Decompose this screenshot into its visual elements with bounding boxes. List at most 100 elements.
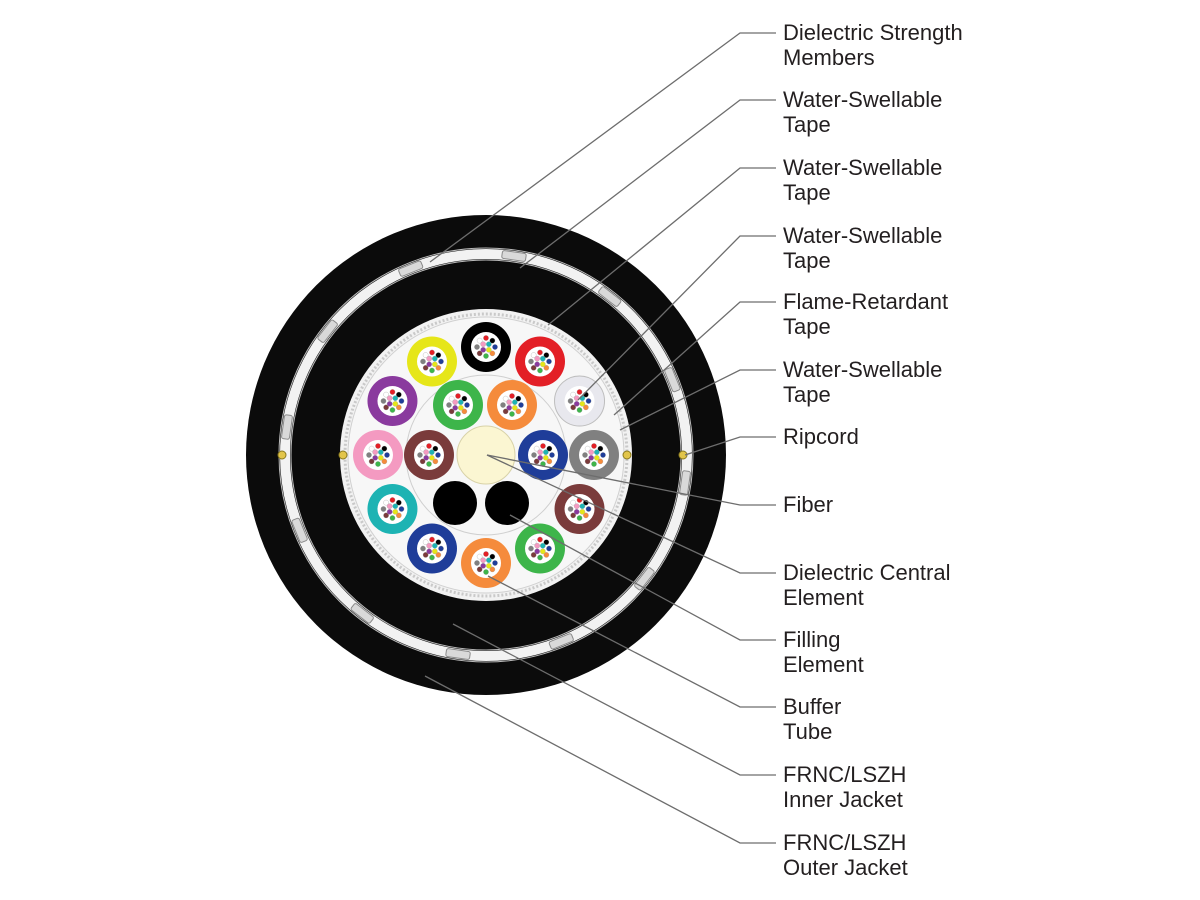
fiber	[429, 554, 435, 561]
fiber	[537, 455, 543, 461]
fiber	[600, 452, 606, 458]
fiber	[422, 352, 429, 358]
callout-label-line1: Water-Swellable	[783, 87, 943, 112]
fiber	[464, 402, 470, 408]
dielectric-central-element	[456, 425, 516, 485]
fiber	[531, 452, 537, 458]
fiber	[534, 355, 540, 362]
fiber	[429, 349, 435, 356]
fiber	[486, 347, 492, 353]
callout-label-line1: Fiber	[783, 492, 834, 517]
fiber	[381, 445, 388, 452]
fiber	[570, 404, 576, 411]
fiber	[429, 449, 435, 455]
fiber	[419, 445, 426, 452]
fiber	[380, 506, 387, 512]
fiber	[573, 401, 580, 407]
strength-member	[317, 319, 338, 343]
fiber	[546, 545, 552, 552]
fiber	[435, 365, 442, 371]
fiber	[396, 391, 402, 398]
buffer-tube	[461, 538, 511, 588]
fiber	[386, 503, 393, 509]
callout-label-line1: Water-Swellable	[783, 223, 943, 248]
fiber	[530, 352, 537, 358]
callout-label-line2: Outer Jacket	[783, 855, 908, 880]
fiber	[540, 443, 546, 449]
callout-label-line1: FRNC/LSZH	[783, 762, 907, 787]
fiber	[579, 503, 586, 509]
fiber	[579, 401, 586, 407]
fiber	[378, 455, 384, 461]
fiber	[492, 560, 498, 566]
fiber	[588, 449, 594, 455]
fiber	[585, 506, 592, 512]
fiber	[540, 355, 546, 362]
fiber	[432, 542, 438, 549]
filling-element	[433, 481, 477, 525]
buffer-tube	[367, 376, 418, 426]
callout-label-line1: Flame-Retardant	[783, 289, 949, 314]
fiber	[435, 352, 442, 358]
fiber	[432, 458, 439, 465]
fiber	[375, 461, 381, 467]
fiber	[594, 455, 600, 461]
fiber	[396, 512, 402, 519]
fiber	[537, 349, 543, 356]
fiber	[432, 355, 438, 362]
fiber	[509, 411, 515, 417]
fiber	[576, 407, 583, 413]
fiber	[483, 569, 489, 575]
fiber	[530, 365, 537, 371]
fiber	[435, 539, 442, 545]
callout-label-line2: Inner Jacket	[783, 787, 903, 812]
filling-element	[485, 481, 529, 525]
leader-line	[684, 436, 776, 456]
dielectric-strength-members	[281, 250, 691, 660]
fiber	[540, 542, 546, 549]
fiber	[368, 445, 375, 452]
fiber	[489, 350, 496, 357]
fiber	[489, 553, 496, 560]
fiber	[528, 358, 534, 365]
fiber	[530, 539, 537, 545]
fiber	[533, 445, 540, 452]
fiber	[502, 408, 509, 415]
fiber	[584, 458, 591, 465]
leader-line	[519, 99, 776, 269]
fiber	[483, 353, 489, 359]
fiber	[576, 515, 583, 521]
buffer-tube	[367, 484, 418, 534]
leader-line	[486, 454, 776, 506]
buffer-tube	[554, 375, 606, 427]
fiber	[375, 443, 381, 449]
fiber	[576, 389, 583, 395]
fiber	[426, 548, 432, 555]
fiber	[386, 401, 393, 407]
fiber	[426, 542, 432, 549]
fiber	[419, 458, 426, 465]
leader-line	[424, 675, 776, 844]
fiber	[537, 554, 543, 561]
fiber	[432, 361, 438, 368]
fiber	[502, 395, 509, 402]
callout-label-line1: Water-Swellable	[783, 357, 943, 382]
callout-label-line1: Buffer	[783, 694, 842, 719]
strength-member	[598, 286, 622, 307]
fiber	[480, 563, 486, 569]
strength-member	[664, 367, 681, 393]
fiber	[594, 449, 600, 455]
fiber	[483, 335, 489, 341]
leader-line	[613, 301, 776, 416]
fiber	[426, 443, 432, 449]
fiber	[567, 506, 574, 512]
fiber	[422, 365, 429, 371]
leader-line	[429, 32, 776, 263]
buffer-tube	[433, 380, 483, 430]
strength-member	[398, 260, 424, 277]
